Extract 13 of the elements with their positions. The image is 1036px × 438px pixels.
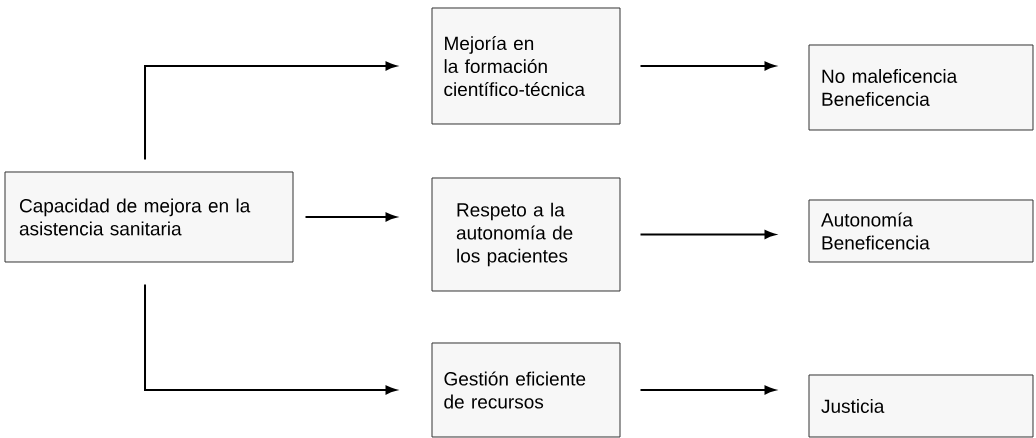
arrow (144, 61, 397, 161)
arrow (304, 212, 397, 222)
text-box: Autonomía Beneficencia (808, 199, 1034, 263)
arrow (639, 385, 776, 395)
arrow (639, 61, 776, 71)
text-box: Respeto a la autonomía de los pacientes (431, 177, 621, 292)
text-box: Mejoría en la formación científico-técnica (431, 7, 621, 125)
arrow (639, 230, 776, 239)
text-box: Capacidad de mejora en la asistencia sanitaria (4, 171, 294, 263)
text-box: Gestión eficiente de recursos (431, 342, 621, 438)
arrow (144, 283, 397, 395)
text-box: Justicia (808, 374, 1034, 438)
text-box: No maleficencia Beneficencia (808, 44, 1034, 131)
